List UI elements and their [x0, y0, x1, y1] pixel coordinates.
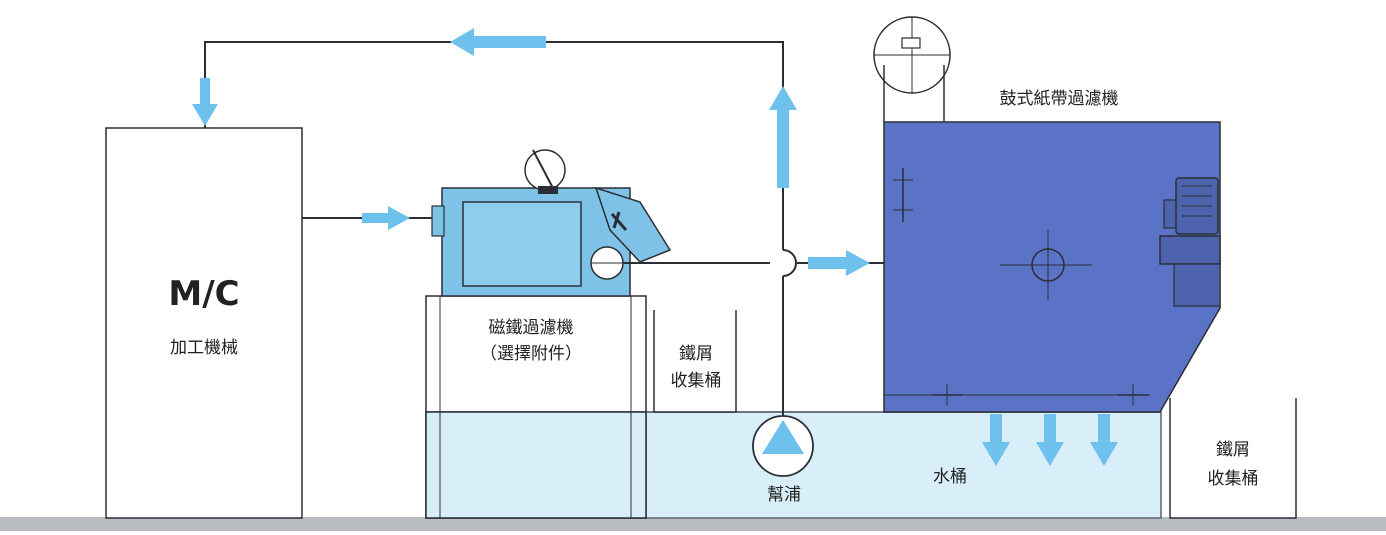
chip-bin-left-line1: 鐵屑 — [679, 344, 713, 364]
arrow-right-to-magnetic — [362, 206, 410, 230]
arrow-down-3 — [1090, 414, 1118, 466]
chip-bin-right-line2: 收集桶 — [1208, 469, 1259, 489]
tank-label: 水桶 — [933, 467, 967, 487]
arrow-down-to-machine — [192, 78, 218, 126]
machine-title: M/C — [168, 274, 239, 314]
magnetic-filter-note: （選擇附件） — [480, 344, 582, 364]
chip-bin-right — [1169, 398, 1297, 519]
drum-filter-body — [873, 16, 1221, 413]
chip-bin-left — [653, 310, 737, 413]
arrow-down-2 — [1036, 414, 1064, 466]
arrow-up-return — [769, 86, 797, 188]
pump — [752, 415, 814, 477]
machine-box — [105, 127, 303, 519]
arrow-right-to-drum — [808, 250, 870, 276]
drum-filter-label: 鼓式紙帶過濾機 — [1000, 89, 1119, 109]
magnetic-filter-stand — [425, 295, 647, 519]
pump-label: 幫浦 — [767, 485, 801, 505]
drum-motor-icon — [1159, 177, 1221, 307]
magnetic-filter-label: 磁鐵過濾機 — [489, 318, 574, 338]
floor — [0, 517, 1386, 531]
flow-arrows — [192, 28, 1118, 466]
pump-triangle-icon — [762, 420, 804, 454]
magnetic-filter-gauge-icon — [524, 149, 566, 191]
chip-bin-left-line2: 收集桶 — [671, 371, 722, 391]
arrow-down-1 — [982, 414, 1010, 466]
arrow-left-top — [450, 28, 546, 56]
chip-bin-right-line1: 鐵屑 — [1216, 440, 1250, 460]
magnetic-filter-unit — [431, 149, 672, 297]
machine-subtitle: 加工機械 — [170, 338, 238, 358]
